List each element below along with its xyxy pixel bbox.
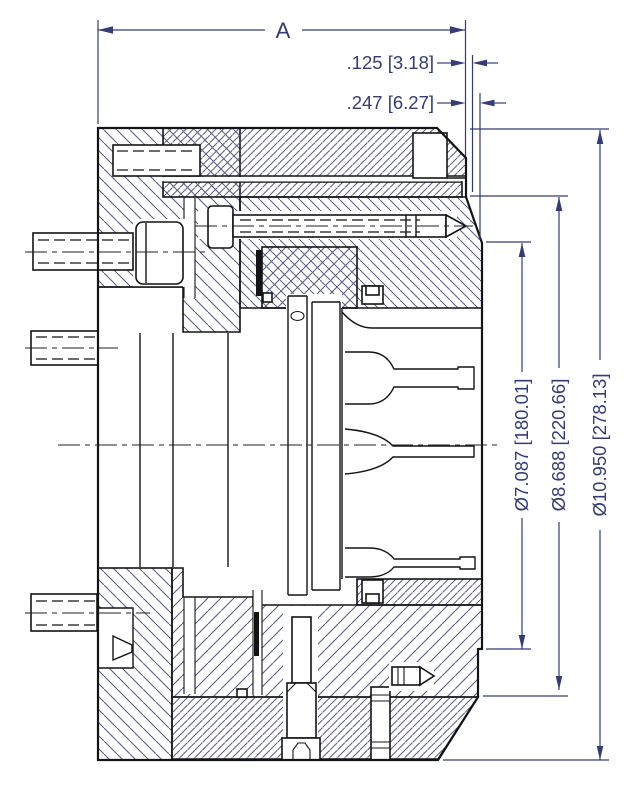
oring-lower: [236, 688, 248, 698]
dim-label-offset-small: .125 [3.18]: [347, 52, 434, 73]
small-screw: [370, 686, 391, 761]
dimension-offset-small: .125 [3.18]: [347, 52, 498, 73]
dim-label-offset-large: .247 [6.27]: [347, 92, 434, 113]
dimension-dia-middle: Ø8.688 [220.66]: [548, 197, 569, 690]
unsectioned-details: [25, 132, 482, 761]
part-silhouette: [96, 126, 484, 762]
lube-hole: [290, 310, 305, 322]
seal-strip-lower: [254, 612, 259, 656]
setscrew-body: [391, 666, 421, 686]
front-cap-block: [412, 132, 448, 179]
dimension-dia-outer: Ø10.950 [278.13]: [589, 130, 610, 760]
dimension-overall-width: A: [98, 18, 465, 43]
bottom-band-section: [171, 696, 480, 760]
collet-slot-upper: [345, 351, 475, 405]
center-screw-body: [286, 682, 317, 739]
hex-socket: [292, 742, 311, 760]
dim-label-a: A: [276, 18, 291, 43]
dimension-offset-large: .247 [6.27]: [347, 92, 506, 113]
adapter-band-section: [162, 181, 463, 198]
dim-label-dia-middle: Ø8.688 [220.66]: [548, 379, 569, 512]
top-tapped-hole: [112, 144, 201, 177]
dimension-annotations: A .125 [3.18] .247 [6.27] Ø7.087 [180.01…: [97, 18, 610, 761]
collet-slot-lower: [345, 547, 476, 578]
pin-shank: [232, 214, 447, 238]
oring-upper: [262, 292, 273, 303]
pin-head-block: [207, 205, 234, 249]
dim-label-dia-inner: Ø7.087 [180.01]: [511, 379, 532, 512]
seal-strip-upper: [256, 250, 262, 296]
center-screw-head: [281, 737, 321, 761]
dimension-dia-inner: Ø7.087 [180.01]: [511, 243, 532, 649]
center-screw-shank: [291, 616, 312, 684]
collet-slot-middle: [344, 428, 475, 475]
countersink-pocket: [98, 608, 133, 668]
dim-label-dia-outer: Ø10.950 [278.13]: [589, 374, 610, 517]
cap-screw-head: [135, 221, 184, 285]
setscrew-tip: [419, 665, 436, 687]
